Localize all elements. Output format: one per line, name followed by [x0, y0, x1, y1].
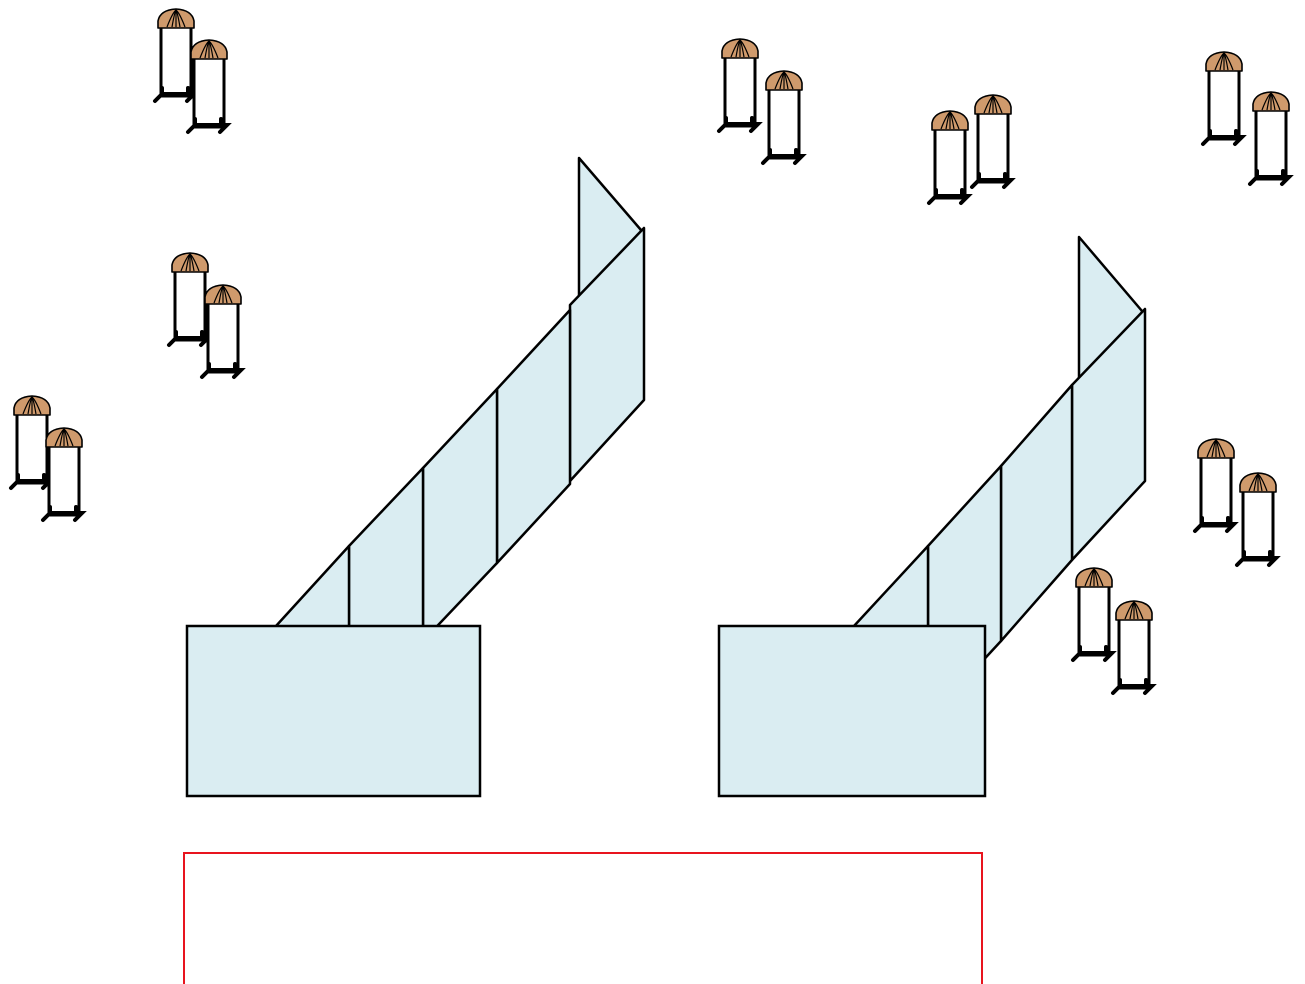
pillar-icon [1235, 472, 1281, 567]
capped-pillar-pair-icon [1071, 567, 1157, 695]
pillar-icon [1201, 51, 1247, 146]
capped-pillar-pair-icon [927, 94, 1016, 205]
capped-pillar-pair-icon [9, 395, 87, 522]
pillar-icon [200, 284, 246, 379]
capped-pillar-pair-icon [717, 38, 807, 165]
pillar-icon [761, 70, 807, 165]
pillar-icon [970, 94, 1016, 189]
capped-pillar-pair-icon [153, 8, 232, 134]
pillar-icon [186, 39, 232, 134]
pillar-icon [153, 8, 199, 103]
figure-pairs [9, 8, 1294, 695]
pillar-icon [1111, 600, 1157, 695]
capped-pillar-pair-icon [167, 252, 246, 379]
pillar-icon [9, 395, 55, 490]
pillar-icon [167, 252, 213, 347]
capped-pillar-pair-icon [1201, 51, 1294, 186]
pillar-icon [41, 427, 87, 522]
pillar-icon [1248, 91, 1294, 186]
base-block [717, 624, 987, 798]
open-bracket-line [183, 852, 983, 984]
pillar-icon [1193, 438, 1239, 533]
pillar-icon [1071, 567, 1117, 662]
left-stepped-wall [185, 156, 646, 798]
capped-pillar-pair-icon [1193, 438, 1281, 567]
base-block [185, 624, 482, 798]
pillar-icon [927, 110, 973, 205]
wall-panel [495, 308, 572, 565]
right-stepped-wall [717, 235, 1147, 798]
wall-panel [421, 387, 499, 643]
wall-panel [999, 383, 1074, 643]
pillar-icon [717, 38, 763, 133]
